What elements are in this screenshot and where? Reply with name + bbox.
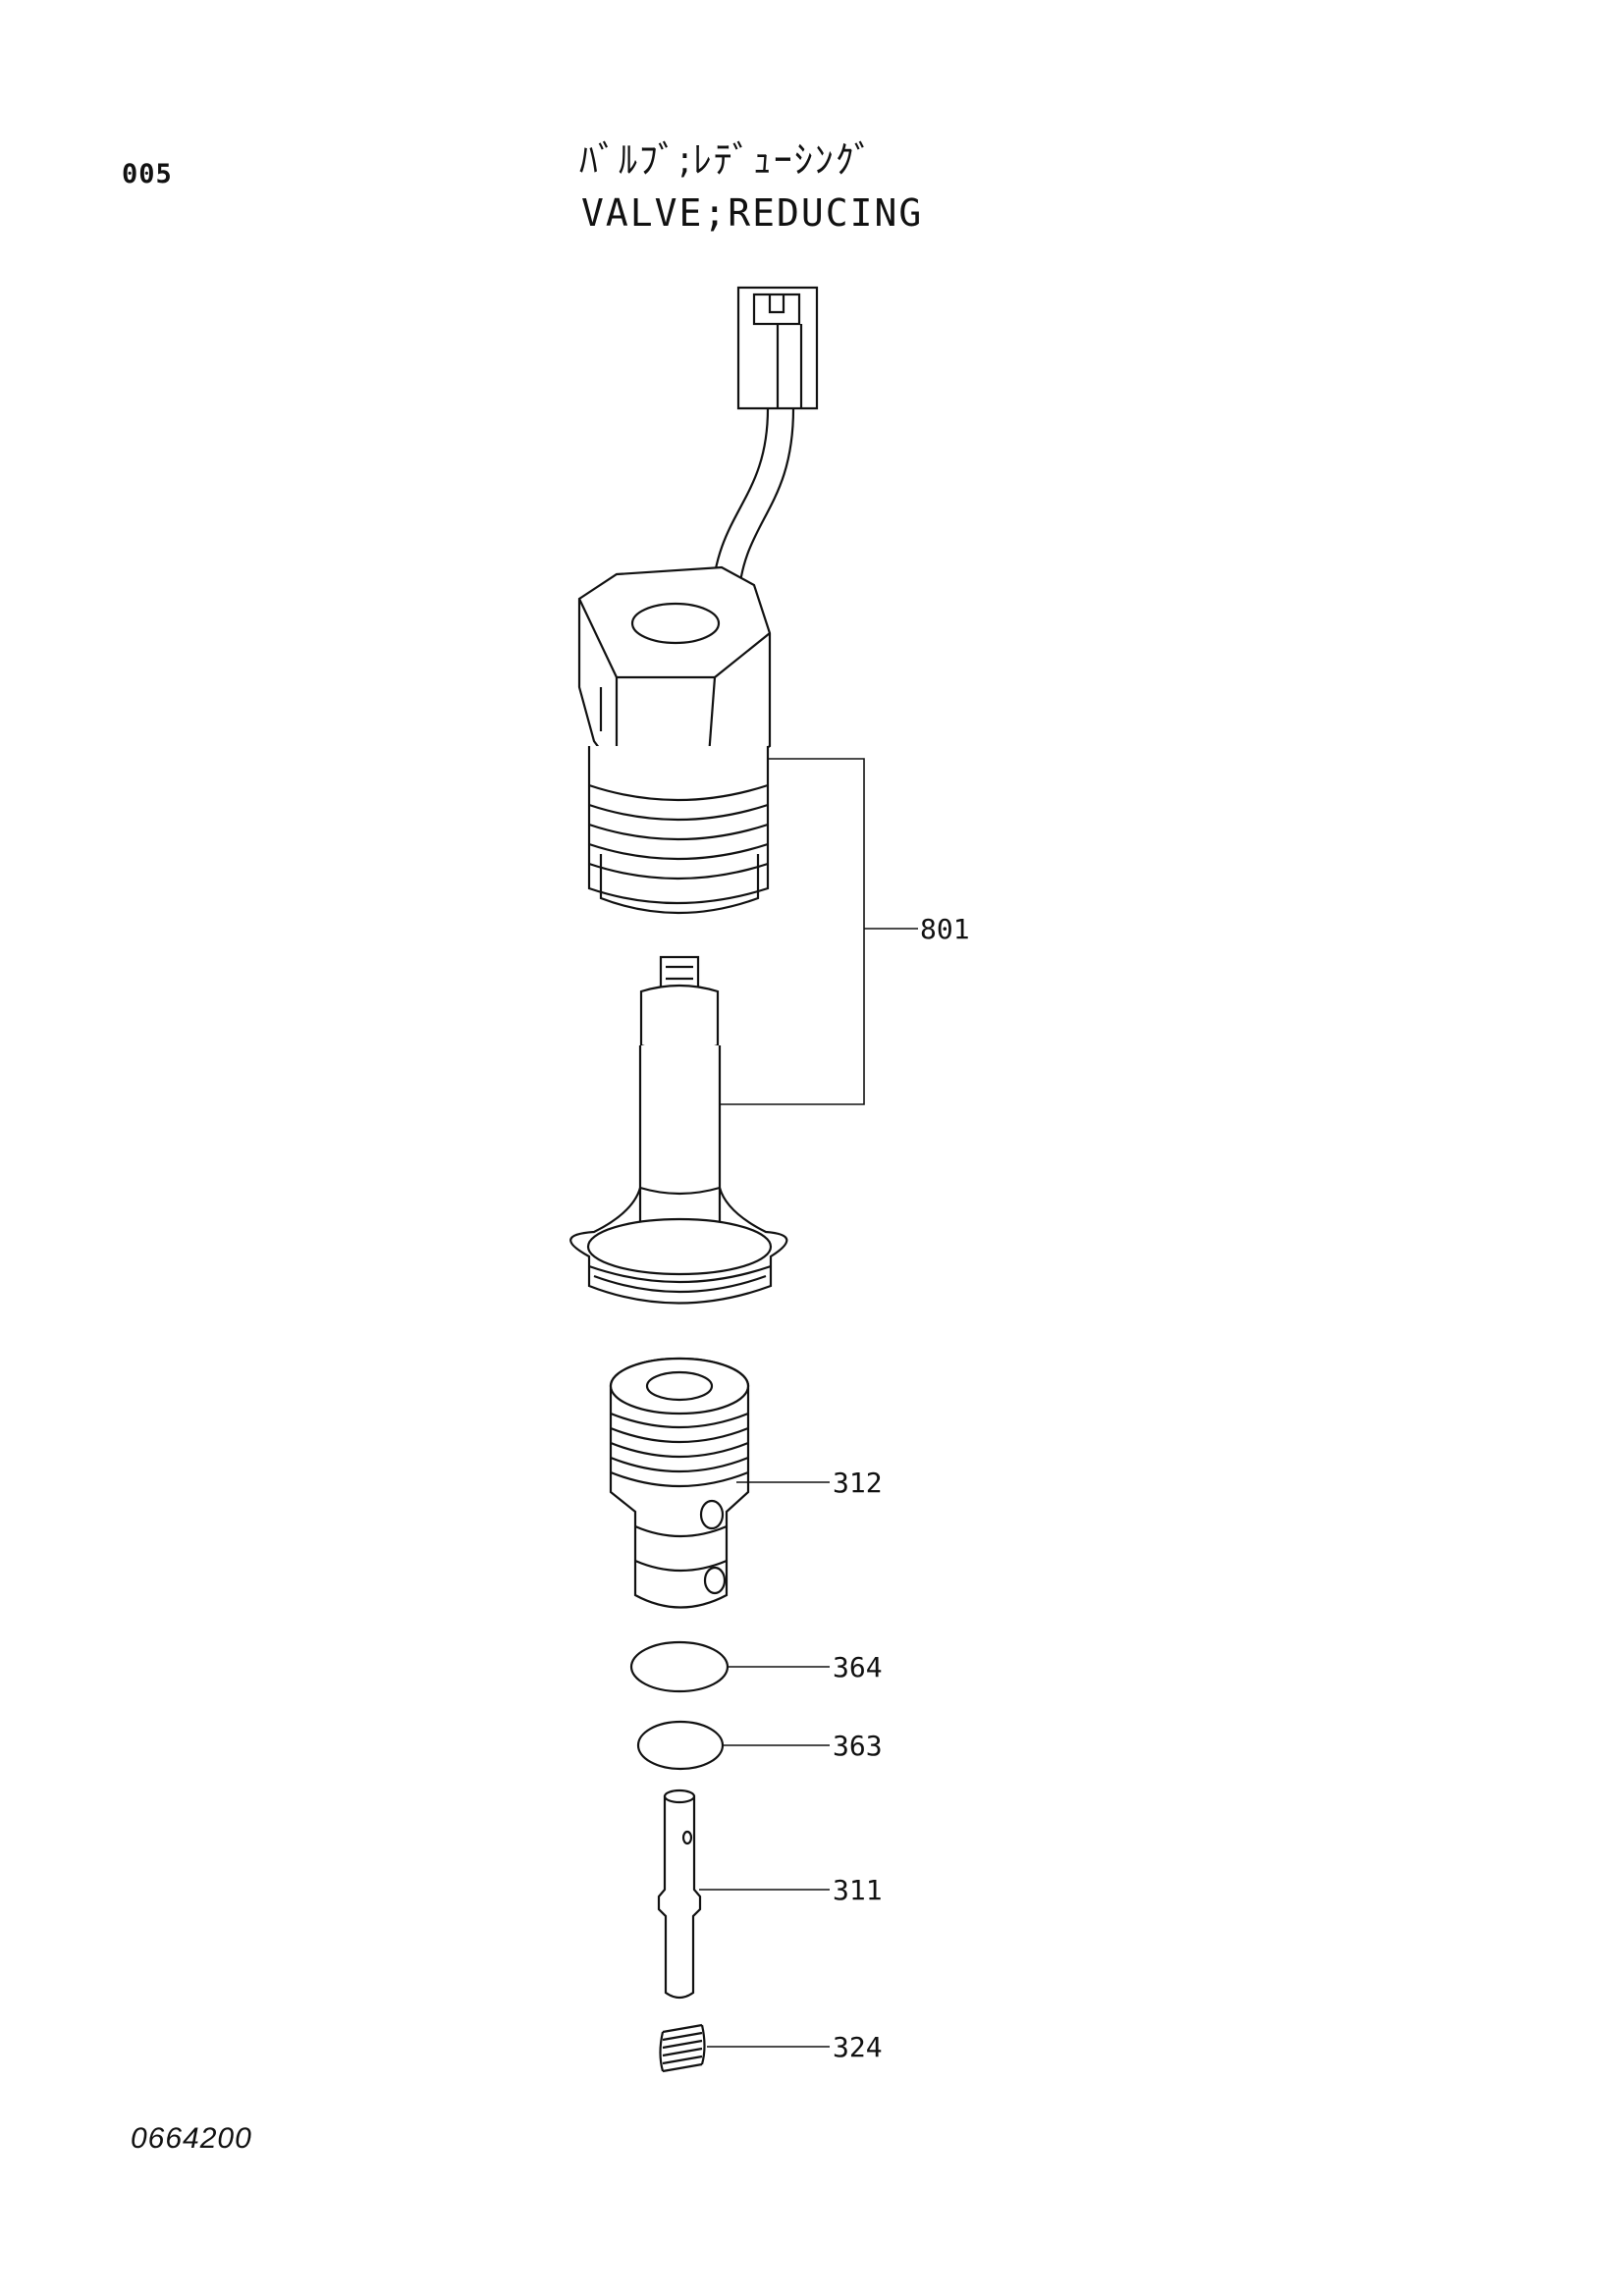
callout-bracket-801 [720, 758, 918, 1105]
title-english: VALVE;REDUCING [581, 191, 924, 235]
label-312: 312 [833, 1467, 883, 1499]
label-324: 324 [833, 2031, 883, 2063]
spool [657, 1789, 830, 2000]
label-801: 801 [920, 913, 970, 945]
label-311: 311 [833, 1874, 883, 1906]
title-japanese: ﾊﾞﾙﾌﾞ;ﾚﾃﾞｭｰｼﾝｸﾞ [579, 138, 875, 182]
spring [659, 2023, 830, 2073]
label-364: 364 [833, 1651, 883, 1683]
label-363: 363 [833, 1730, 883, 1762]
page-number: 005 [122, 159, 173, 189]
solenoid-plunger [569, 955, 788, 1305]
solenoid-body [577, 565, 772, 915]
sleeve [609, 1357, 830, 1609]
o-ring-upper [629, 1640, 830, 1693]
drawing-code: 0664200 [131, 2122, 252, 2155]
solenoid-connector [736, 286, 819, 410]
o-ring-lower [636, 1720, 830, 1771]
solenoid-top-bore [630, 602, 721, 645]
